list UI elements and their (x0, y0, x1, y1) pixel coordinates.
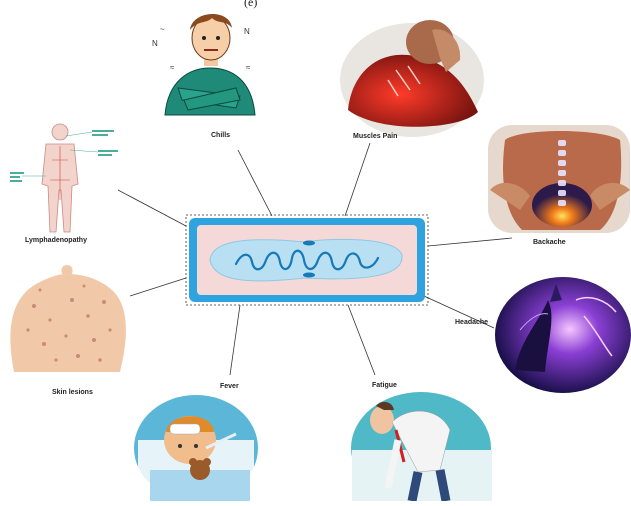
skin-lesions-back-icon (10, 265, 125, 372)
shivering-person-icon: N N ≈ ≈ ~ (152, 14, 255, 115)
svg-text:≈: ≈ (246, 63, 251, 72)
connector-muscles-pain (345, 143, 370, 216)
svg-text:N: N (152, 39, 158, 48)
label-skin-lesions: Skin lesions (52, 389, 93, 396)
label-chills: Chills (211, 132, 230, 139)
label-fever: Fever (220, 383, 239, 390)
lymph-node-body-icon (10, 124, 118, 232)
connector-backache (428, 238, 512, 246)
lower-back-pain-icon (488, 125, 630, 233)
tired-person-icon (351, 392, 492, 501)
svg-text:~: ~ (160, 25, 165, 34)
label-headache: Headache (455, 319, 488, 326)
connector-fever (230, 305, 240, 375)
label-fatigue: Fatigue (372, 382, 397, 389)
connector-fatigue (348, 305, 375, 375)
svg-text:N: N (244, 27, 250, 36)
center-bacterium-box (186, 215, 428, 305)
shoulder-muscle-pain-icon (340, 20, 484, 137)
connector-lymphadenopathy (118, 190, 186, 226)
label-backache: Backache (533, 239, 566, 246)
label-muscles-pain: Muscles Pain (353, 133, 397, 140)
svg-text:≈: ≈ (170, 63, 175, 72)
top-caption: (e) (244, 0, 257, 9)
label-lymphadenopathy: Lymphadenopathy (25, 237, 87, 244)
connector-skin-lesions (130, 278, 186, 296)
connector-chills (238, 150, 272, 216)
head-pain-icon (495, 277, 631, 393)
sick-child-thermometer-icon (134, 395, 258, 501)
